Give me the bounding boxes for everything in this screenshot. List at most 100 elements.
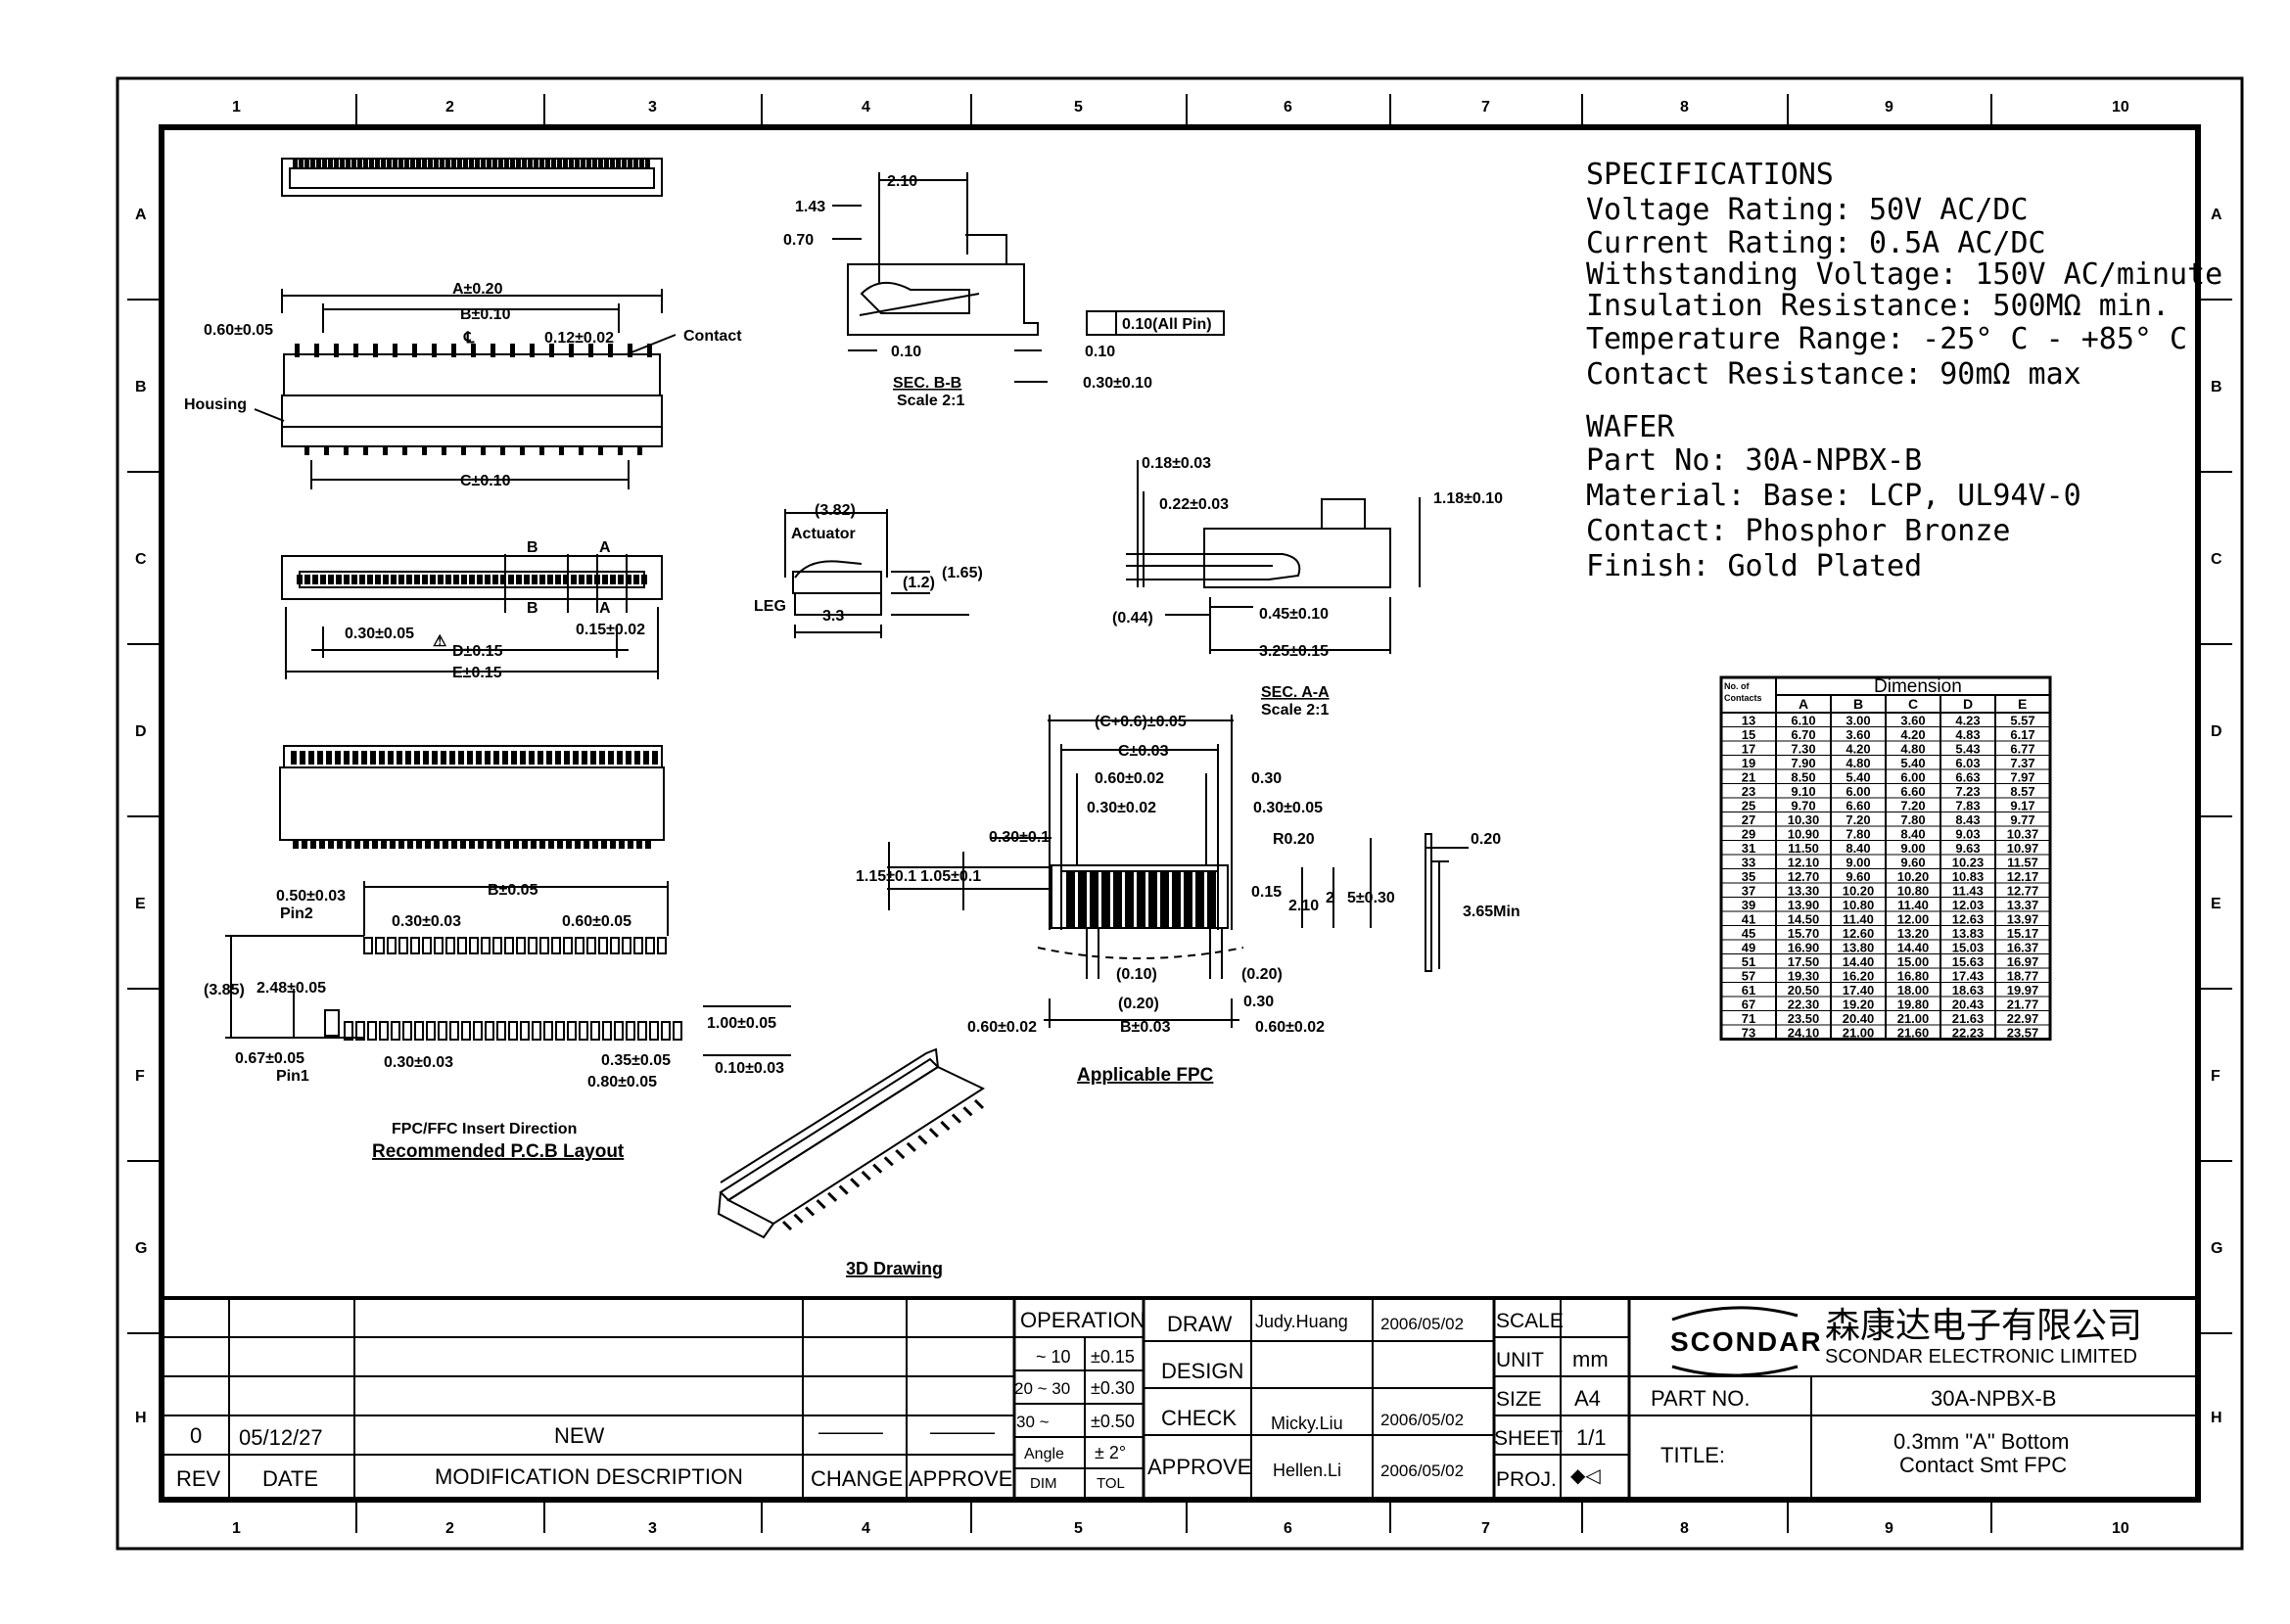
contact-pin	[1160, 872, 1169, 927]
contact-pin	[322, 158, 327, 169]
pcb-pad	[579, 1021, 588, 1041]
contact-pin	[493, 751, 499, 765]
contact-pin	[1125, 872, 1134, 927]
grid-row-label-left: B	[135, 379, 147, 395]
contact-pin	[532, 575, 537, 584]
fpc-030-r2: 0.30±0.05	[1253, 800, 1323, 816]
pcb-pad	[516, 937, 526, 954]
tb-draw-name: Judy.Huang	[1255, 1312, 1348, 1331]
table-cell: 5.57	[2010, 714, 2034, 728]
fpc-c: C±0.03	[1118, 743, 1169, 760]
table-cell: 22.97	[2007, 1011, 2039, 1026]
contact-pin	[304, 158, 309, 169]
company-logo-text: SCONDAR	[1670, 1326, 1823, 1357]
grid-row-label-right: E	[2211, 896, 2221, 912]
contact-pin	[928, 1128, 939, 1138]
table-cell: 11.50	[1788, 841, 1819, 856]
grid-col-label-top: 1	[232, 99, 241, 116]
table-cell: 8.40	[1900, 827, 1925, 842]
pcb-pad	[567, 1021, 577, 1041]
contact-pin	[616, 158, 621, 169]
sec-aa-022: 0.22±0.03	[1159, 496, 1229, 513]
warning-mark: ⚠	[433, 633, 446, 650]
table-cell: 21.60	[1897, 1026, 1930, 1041]
contact-pin	[520, 445, 525, 455]
table-cell: 13.37	[2007, 898, 2039, 912]
contact-pin	[451, 344, 456, 357]
pcb-pad	[551, 937, 561, 954]
contact-pin	[781, 1220, 793, 1231]
pcb-layout-title: Recommended P.C.B Layout	[372, 1141, 625, 1162]
company-logo: SCONDAR	[1670, 1306, 1823, 1377]
contact-pin	[522, 839, 528, 849]
contact-pin	[498, 158, 503, 169]
fpc-060-bl: 0.60±0.02	[967, 1019, 1037, 1036]
contact-pin	[467, 751, 473, 765]
table-cell: 7.83	[1955, 799, 1980, 813]
fpc-side-365: 3.65Min	[1463, 904, 1520, 920]
contact-pin	[438, 575, 444, 584]
table-cell: 10.20	[1843, 884, 1875, 899]
contact-pin	[423, 751, 429, 765]
grid-col-label-top: 3	[648, 99, 657, 116]
table-title: Dimension	[1874, 676, 1962, 697]
contact-pin	[1090, 872, 1098, 927]
table-cell: 9.70	[1791, 799, 1815, 813]
contact-pin	[504, 158, 509, 169]
table-cell: 16.20	[1843, 969, 1875, 984]
table-cell: 67	[1742, 998, 1755, 1012]
contact-pin	[346, 839, 351, 849]
contact-pin	[633, 575, 639, 584]
contact-pin	[520, 751, 526, 765]
contact-pin	[451, 158, 456, 169]
tb-rev-date: 05/12/27	[239, 1425, 323, 1450]
table-cell: 22.30	[1788, 998, 1820, 1012]
table-cell: 18.77	[2007, 969, 2039, 984]
contact-pin	[381, 839, 387, 849]
table-cell: 13.20	[1897, 926, 1930, 941]
contact-pin	[416, 158, 421, 169]
contact-pin	[469, 839, 475, 849]
grid-row-label-right: B	[2211, 379, 2222, 395]
pcb-pin2: Pin2	[280, 905, 313, 922]
contact-pin	[458, 751, 464, 765]
contact-pin	[1113, 872, 1122, 927]
pcb-pad	[426, 1021, 436, 1041]
outer-frame	[116, 76, 2244, 1551]
contact-pin	[588, 344, 593, 357]
contact-pin	[481, 158, 486, 169]
contact-pin	[457, 158, 462, 169]
act-leg: LEG	[754, 598, 786, 615]
contact-pin	[1078, 872, 1087, 927]
fpc-title: Applicable FPC	[1077, 1065, 1214, 1086]
contact-pin	[917, 1135, 928, 1145]
contact-pin	[328, 575, 334, 584]
pcb-dim-385: (3.85)	[204, 982, 245, 998]
tb-header-date: DATE	[262, 1466, 318, 1491]
tb-header-approve: APPROVE	[909, 1466, 1012, 1491]
contact-pin	[628, 158, 632, 169]
table-cell: 57	[1742, 969, 1755, 984]
table-cell: 51	[1742, 954, 1755, 969]
table-column-header: D	[1963, 696, 1973, 712]
sec-aa-045: 0.45±0.10	[1259, 606, 1329, 623]
contact-pin	[422, 445, 427, 455]
contact-pin	[398, 158, 403, 169]
specifications: SPECIFICATIONS Voltage Rating: 50V AC/DC…	[1586, 158, 2222, 583]
grid-col-label-bottom: 1	[232, 1520, 241, 1537]
pcb-pad	[590, 1021, 600, 1041]
table-cell: 21.00	[1897, 1011, 1930, 1026]
contact-pin	[357, 158, 362, 169]
table-cell: 17.43	[1952, 969, 1985, 984]
table-cell: 9.63	[1955, 841, 1980, 856]
dim-a-bottom: A	[599, 600, 611, 617]
contact-pin	[827, 1191, 838, 1202]
contact-pin	[502, 751, 508, 765]
contact-pin	[838, 1184, 849, 1195]
grid-col-label-top: 7	[1481, 99, 1490, 116]
contact-pin	[387, 158, 392, 169]
pcb-dim-b: B±0.05	[488, 882, 538, 899]
table-cell: 19.80	[1897, 998, 1930, 1012]
